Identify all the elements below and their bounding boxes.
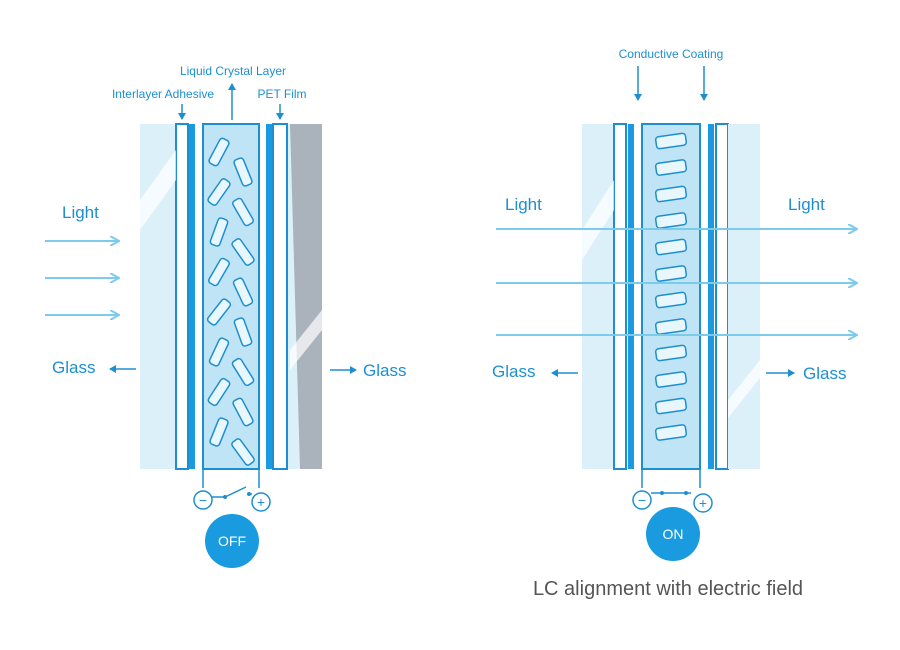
right-adhesive-strip-right [708, 124, 714, 469]
label-glass-right-on: Glass [803, 364, 846, 383]
left-glare-streak [140, 150, 176, 230]
left-minus-sign: − [199, 492, 207, 508]
on-badge [646, 507, 700, 561]
lc-molecule-aligned [654, 159, 688, 176]
label-glass-left-on: Glass [492, 362, 535, 381]
label-conductive-coating: Conductive Coating [619, 47, 724, 61]
lc-molecule-aligned [654, 344, 688, 362]
lc-molecule-aligned [654, 291, 688, 309]
right-minus-sign: − [638, 492, 646, 508]
lc-molecule-random [207, 178, 231, 206]
left-adhesive-strip-left [189, 124, 195, 469]
left-grey-shadow-panel [290, 124, 322, 469]
right-glass-pane-right [728, 124, 760, 469]
lc-molecule-random [209, 217, 229, 247]
right-minus-terminal [632, 490, 652, 510]
lc-molecule-random [208, 337, 230, 367]
lc-molecule-aligned [654, 238, 688, 256]
lc-molecule-aligned [654, 397, 688, 415]
lc-molecule-aligned [654, 212, 688, 229]
left-circuit-wire [202, 469, 260, 488]
lc-molecule-random [207, 377, 231, 407]
right-glare-streak [582, 180, 614, 260]
left-plus-sign: + [257, 494, 265, 510]
left-adhesive-strip-right [266, 124, 272, 469]
right-plus-sign: + [699, 495, 707, 511]
lc-molecule-random [231, 238, 255, 266]
on-badge-text: ON [663, 526, 684, 542]
lc-molecule-random [232, 397, 254, 427]
left-pet-film-right [272, 123, 288, 470]
lc-molecule-random [231, 357, 255, 387]
right-panel-on: Conductive Coating Light Light Glass Gla… [492, 47, 856, 561]
lc-molecule-random [231, 438, 255, 466]
left-glass-pane-inner [175, 123, 189, 470]
lc-molecule-random [232, 197, 254, 227]
left-plus-terminal [251, 492, 271, 512]
lc-molecule-aligned [654, 371, 688, 388]
lc-molecule-aligned [654, 132, 688, 150]
left-lc-molecules [206, 137, 255, 466]
caption-lc-alignment: LC alignment with electric field [533, 578, 803, 600]
label-light-left-on: Light [505, 195, 542, 214]
right-adhesive-strip-left [628, 124, 634, 469]
label-glass-right: Glass [363, 361, 406, 380]
label-light-left: Light [62, 203, 99, 222]
right-plus-terminal [693, 493, 713, 513]
lc-molecule-aligned [654, 318, 688, 335]
left-minus-terminal [193, 490, 213, 510]
left-switch-node-1 [223, 495, 227, 499]
lc-molecule-aligned [654, 185, 688, 203]
right-glass-pane-outer [582, 124, 614, 469]
lc-molecule-random [233, 157, 253, 187]
left-panel-off: Liquid Crystal Layer Interlayer Adhesive… [45, 64, 406, 568]
off-badge-text: OFF [218, 533, 246, 549]
right-glare-streak-right [728, 360, 760, 418]
right-switch-node-1 [660, 491, 664, 495]
label-pet-film: PET Film [257, 87, 306, 101]
label-glass-left: Glass [52, 358, 95, 377]
lc-molecule-aligned [654, 424, 688, 441]
lc-molecule-random [232, 277, 254, 307]
right-switch-node-2 [684, 491, 688, 495]
right-circuit-wire [641, 469, 701, 494]
lc-molecule-aligned [654, 265, 688, 282]
off-badge [205, 514, 259, 568]
right-glass-pane-inner [613, 123, 627, 470]
right-lc-molecules [654, 132, 688, 441]
label-light-right-on: Light [788, 195, 825, 214]
lc-molecule-random [208, 257, 230, 287]
label-interlayer-adhesive: Interlayer Adhesive [112, 87, 214, 101]
right-pet-film-right [715, 123, 729, 470]
lc-molecule-random [233, 317, 253, 347]
lc-molecule-random [208, 137, 230, 167]
label-liquid-crystal-layer: Liquid Crystal Layer [180, 64, 286, 78]
lc-molecule-random [206, 298, 232, 326]
lc-molecule-random [209, 417, 229, 447]
left-glare-streak-right [290, 310, 322, 370]
left-open-switch [212, 486, 252, 498]
left-switch-node-2 [247, 492, 251, 496]
